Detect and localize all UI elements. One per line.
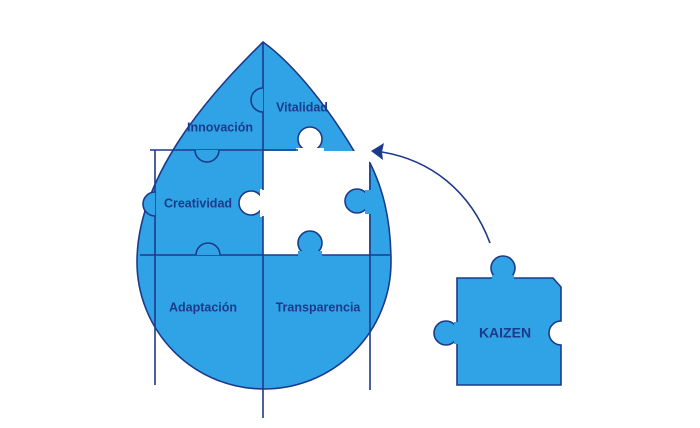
kaizen-piece (433, 255, 562, 386)
label-creatividad: Creatividad (164, 196, 232, 210)
arrow-curve (381, 151, 491, 244)
knob-edge-creatividad (142, 191, 156, 217)
label-vitalidad: Vitalidad (276, 100, 328, 114)
arrow-head-icon (371, 143, 384, 160)
label-kaizen: KAIZEN (479, 325, 531, 341)
label-innovacion: Innovación (187, 120, 253, 134)
knob-adaptacion-creatividad (195, 242, 221, 256)
label-adaptacion: Adaptación (169, 300, 237, 314)
hole-knob-left (238, 190, 264, 216)
hole-knob-top (297, 126, 323, 152)
label-transparencia: Transparencia (276, 300, 362, 314)
knob-creatividad-innovacion (194, 149, 220, 163)
knob-innovacion-vitalidad (250, 87, 264, 113)
